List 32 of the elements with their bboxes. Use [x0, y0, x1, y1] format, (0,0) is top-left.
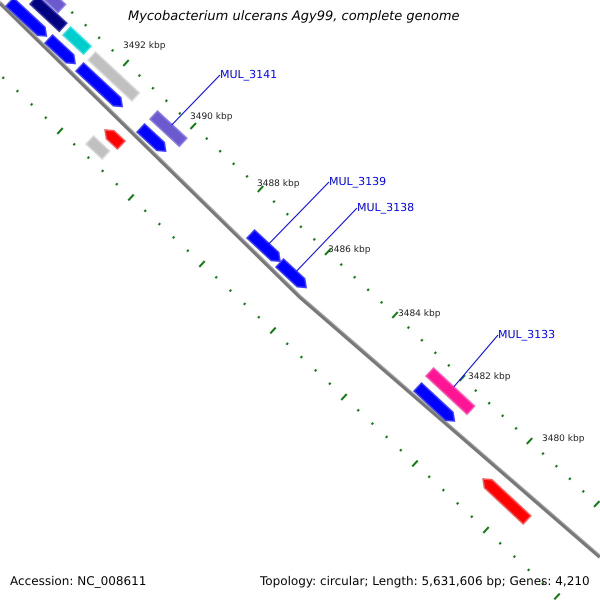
position-label: 3492 kbp: [123, 42, 166, 52]
gene-block: [6, 0, 46, 36]
gene-block: [414, 382, 454, 422]
footer-text: Topology: circular; Length: 5,631,606 bp; Genes: 4,210: [260, 575, 590, 588]
gene-bar: [88, 52, 140, 100]
gene-label: MUL_3141: [220, 69, 278, 82]
leader-line: [296, 208, 358, 272]
gene-block: [76, 63, 122, 107]
position-label: 3480 kbp: [542, 435, 584, 445]
footer-text: Accession: NC_008611: [10, 575, 146, 588]
gene-bar: [86, 136, 110, 160]
gene-block: [45, 34, 76, 64]
leader-line: [453, 334, 498, 388]
gene-label: MUL_3133: [498, 329, 556, 342]
leader-line: [171, 74, 220, 126]
position-label: 3484 kbp: [398, 310, 440, 320]
gene-block: [483, 478, 531, 524]
gene-bar: [63, 27, 91, 55]
gene-block: [246, 230, 280, 262]
gene-bar: [150, 111, 186, 147]
gene-label: MUL_3139: [329, 176, 386, 188]
position-label: 3490 kbp: [190, 113, 232, 123]
position-label: 3488 kbp: [257, 180, 300, 190]
leader-line: [268, 182, 330, 244]
gene-bar: [30, 0, 66, 32]
position-label: 3482 kbp: [468, 373, 510, 383]
gene-label: MUL_3138: [357, 202, 414, 214]
gene-block: [136, 124, 166, 152]
gene-block: [104, 130, 125, 148]
position-label: 3486 kbp: [328, 246, 370, 256]
title: Mycobacterium ulcerans Agy99, complete genome: [128, 10, 460, 24]
gene-block: [276, 258, 306, 288]
